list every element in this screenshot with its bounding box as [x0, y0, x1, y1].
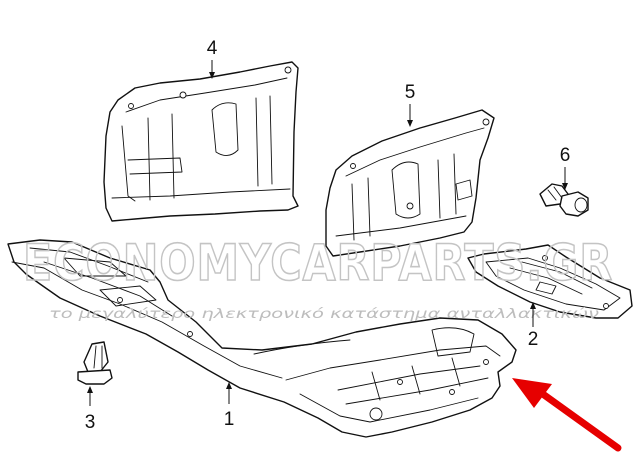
callout-2: 2 [528, 329, 539, 350]
part-1-under-cover [7, 239, 517, 438]
red-arrow-icon [512, 378, 622, 452]
callout-6: 6 [560, 145, 571, 166]
callout-5: 5 [405, 82, 416, 103]
leaders [87, 60, 568, 406]
watermark-brand: ECONOMYCARPARTS.GR [23, 234, 613, 292]
watermark-tagline: το μεγαλύτερο ηλεκτρονικό κατάστημα αντα… [49, 306, 600, 322]
part-2-tray [467, 244, 633, 319]
part-5-shield [325, 109, 495, 257]
part-3-clip [77, 341, 113, 385]
part-4-shield [103, 61, 299, 222]
part-6-clip [539, 183, 589, 217]
callout-3: 3 [85, 412, 96, 433]
callout-4: 4 [207, 38, 218, 59]
callout-1: 1 [224, 409, 235, 430]
